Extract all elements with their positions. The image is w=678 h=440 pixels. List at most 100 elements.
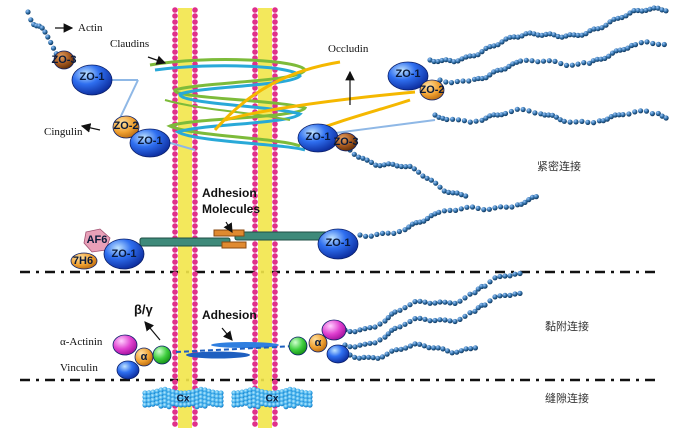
connexin-bead — [259, 393, 265, 399]
connexin-bead — [251, 394, 257, 400]
actin-bead — [357, 342, 363, 348]
actin-bead — [417, 341, 423, 347]
actin-bead — [452, 300, 458, 306]
actin-bead — [600, 118, 607, 124]
connexin-bead — [239, 393, 245, 399]
actin-bead — [379, 354, 386, 360]
connexin-bead — [267, 402, 273, 408]
lipid-head — [252, 175, 258, 181]
lipid-head — [272, 7, 278, 13]
connexin-bead — [166, 388, 172, 394]
lipid-head — [192, 337, 198, 343]
lipid-head — [252, 127, 258, 133]
actin-bead — [362, 341, 368, 347]
actin-bead — [373, 162, 379, 168]
lipid-head — [252, 37, 258, 43]
actin-bead — [655, 41, 662, 48]
connexin-bead — [142, 394, 148, 400]
actin-bead — [451, 59, 457, 65]
connexin-bead — [299, 393, 305, 399]
connexin-bead — [202, 387, 208, 393]
actin-right-1 — [427, 5, 669, 65]
actin-label: Actin — [78, 22, 103, 34]
actin-bead — [502, 273, 508, 279]
actin-bead — [379, 230, 386, 236]
connexin-bead — [271, 390, 277, 396]
actin-bead — [532, 110, 538, 116]
actin-bead — [447, 207, 453, 213]
actin-bead — [590, 58, 596, 64]
zo1-label-c: ZO-1 — [395, 68, 421, 80]
lipid-head — [272, 301, 278, 307]
lipid-head — [192, 199, 198, 205]
lipid-head — [272, 355, 278, 361]
lipid-head — [272, 121, 278, 127]
actin-bead — [397, 307, 403, 313]
lipid-head — [172, 379, 178, 385]
lipid-head — [172, 355, 178, 361]
connexin-bead — [150, 401, 156, 407]
actin-bead — [543, 31, 549, 37]
actin-bead — [377, 337, 383, 343]
actin-bead — [499, 112, 505, 118]
actin-bead — [403, 345, 409, 351]
lipid-head — [272, 211, 278, 217]
actin-bead — [447, 57, 453, 64]
actin-bead — [619, 14, 625, 21]
lipid-head — [252, 163, 258, 169]
actin-bead — [643, 108, 650, 114]
actin-bead — [391, 230, 397, 236]
lipid-head — [192, 169, 198, 175]
lipid-head — [252, 379, 258, 385]
lipid-head — [272, 373, 278, 379]
actin-bead — [454, 78, 460, 85]
connexin-bead — [271, 398, 277, 404]
connexin-bead — [295, 396, 301, 402]
connexin-bead — [279, 397, 285, 403]
zo2-label-a: ZO-2 — [113, 120, 139, 132]
lipid-head — [272, 151, 278, 157]
lipid-head — [172, 301, 178, 307]
lipid-head — [192, 115, 198, 121]
lipid-head — [172, 151, 178, 157]
connexin-bead — [150, 393, 156, 399]
actin-bead — [631, 8, 637, 14]
connexin-bead — [174, 401, 180, 408]
connexin-bead — [295, 392, 301, 398]
connexin-bead — [198, 398, 204, 404]
connexin-bead — [299, 397, 305, 403]
connexin-bead — [291, 403, 297, 409]
actin-bead — [428, 177, 434, 183]
actin-right-6 — [342, 270, 523, 335]
alpha-label-left: α — [140, 351, 148, 363]
actin-bead — [632, 109, 638, 115]
zo1-blob — [387, 61, 429, 91]
lipid-head — [252, 241, 258, 247]
lipid-head — [272, 205, 278, 211]
lipid-head — [192, 313, 198, 319]
actin-bead — [42, 29, 48, 35]
adhesion-bar-right — [234, 231, 328, 241]
actin-bead — [494, 67, 501, 73]
lipid-head — [172, 157, 178, 163]
connexin-bead — [210, 393, 216, 399]
connexin-bead — [291, 395, 297, 401]
alpha-actinin-label: α-Actinin — [60, 336, 103, 348]
lipid-head — [192, 109, 198, 115]
connexin-bead — [146, 398, 152, 404]
cell-membranes — [172, 7, 278, 428]
connexin-bead — [263, 393, 269, 400]
lipid-head — [252, 49, 258, 55]
lipid-head — [172, 313, 178, 319]
lipid-head — [272, 181, 278, 187]
actin-bead — [586, 60, 593, 66]
lipid-head — [192, 67, 198, 73]
actin-bead — [475, 52, 481, 58]
lipid-head — [252, 85, 258, 91]
actin-bead — [547, 31, 553, 37]
lipid-head — [192, 7, 198, 13]
connexin-bead — [174, 393, 180, 400]
connexin-bead — [158, 403, 164, 409]
actin-bead — [473, 118, 479, 124]
